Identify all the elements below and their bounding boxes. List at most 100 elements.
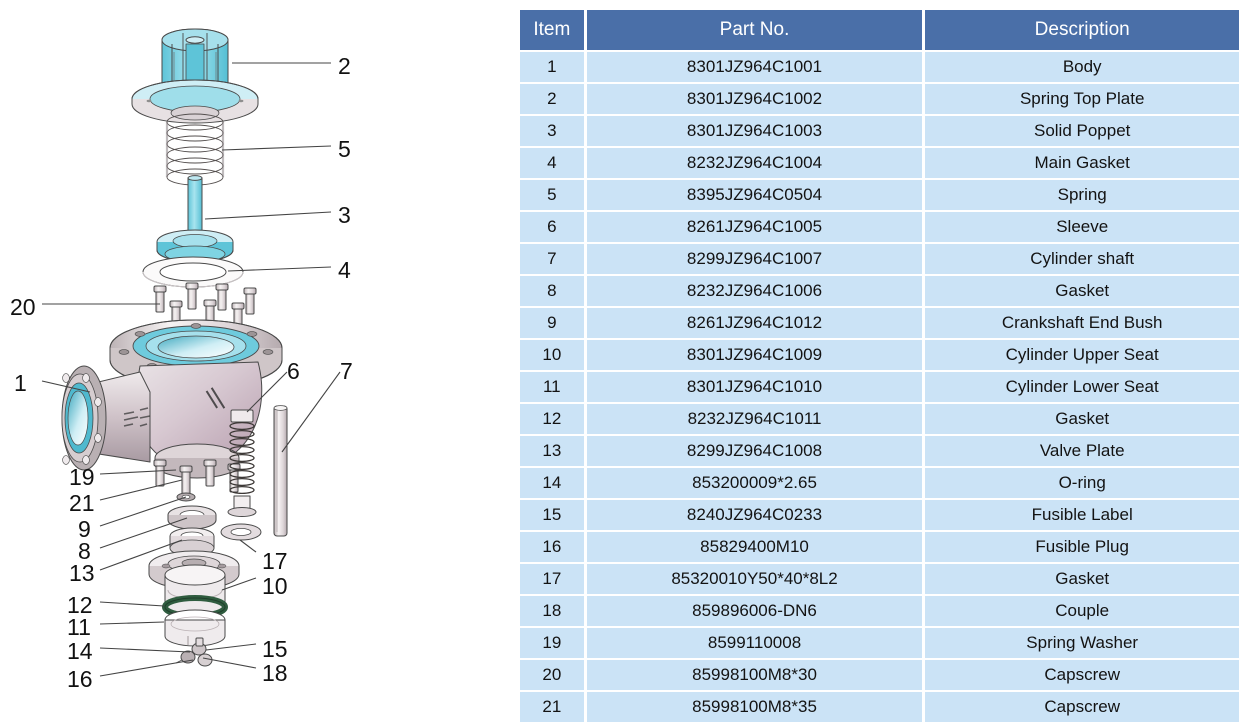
description-cell: Couple xyxy=(925,596,1239,626)
description-cell: Fusible Label xyxy=(925,500,1239,530)
diagram-svg xyxy=(41,28,341,677)
column-header-item: Item xyxy=(520,10,584,50)
part-no-cell: 8301JZ964C1001 xyxy=(586,52,923,82)
part-cylinder-shaft xyxy=(273,405,288,537)
part-no-cell: 85998100M8*35 xyxy=(586,692,923,722)
part-spring-top-plate xyxy=(131,28,259,124)
item-cell: 16 xyxy=(520,532,584,562)
part-no-cell: 8232JZ964C1011 xyxy=(586,404,923,434)
callout-20: 20 xyxy=(10,294,36,320)
item-cell: 9 xyxy=(520,308,584,338)
callout-15: 15 xyxy=(262,636,288,662)
description-cell: Capscrew xyxy=(925,660,1239,690)
part-no-cell: 8299JZ964C1008 xyxy=(586,436,923,466)
item-cell: 10 xyxy=(520,340,584,370)
part-no-cell: 8299JZ964C1007 xyxy=(586,244,923,274)
page-root: 2 5 3 4 20 1 6 7 19 21 9 8 13 12 11 14 1… xyxy=(10,10,1239,722)
callout-7: 7 xyxy=(340,358,353,384)
callout-6: 6 xyxy=(287,358,300,384)
callout-4: 4 xyxy=(338,257,351,283)
description-cell: Crankshaft End Bush xyxy=(925,308,1239,338)
part-no-cell: 8395JZ964C0504 xyxy=(586,180,923,210)
callout-11: 11 xyxy=(67,614,91,640)
description-cell: O-ring xyxy=(925,468,1239,498)
description-cell: Spring Top Plate xyxy=(925,84,1239,114)
callout-8: 8 xyxy=(78,538,91,564)
item-cell: 20 xyxy=(520,660,584,690)
description-cell: Body xyxy=(925,52,1239,82)
part-sleeve xyxy=(227,409,257,517)
callout-2: 2 xyxy=(338,53,351,79)
item-cell: 8 xyxy=(520,276,584,306)
item-cell: 18 xyxy=(520,596,584,626)
callout-16: 16 xyxy=(67,666,93,692)
callout-9: 9 xyxy=(78,516,91,542)
description-cell: Cylinder Upper Seat xyxy=(925,340,1239,370)
part-no-cell: 859896006-DN6 xyxy=(586,596,923,626)
description-cell: Cylinder shaft xyxy=(925,244,1239,274)
item-cell: 12 xyxy=(520,404,584,434)
part-cylinder-lower-seat xyxy=(164,609,226,647)
callout-3: 3 xyxy=(338,202,351,228)
description-cell: Gasket xyxy=(925,404,1239,434)
item-cell: 17 xyxy=(520,564,584,594)
part-no-cell: 85320010Y50*40*8L2 xyxy=(586,564,923,594)
part-no-cell: 8301JZ964C1002 xyxy=(586,84,923,114)
callout-17: 17 xyxy=(262,548,288,574)
column-header-description: Description xyxy=(925,10,1239,50)
description-cell: Spring Washer xyxy=(925,628,1239,658)
item-cell: 13 xyxy=(520,436,584,466)
callout-14: 14 xyxy=(67,638,93,664)
callout-5: 5 xyxy=(338,136,351,162)
part-no-cell: 8599110008 xyxy=(586,628,923,658)
item-cell: 3 xyxy=(520,116,584,146)
part-no-cell: 8232JZ964C1004 xyxy=(586,148,923,178)
item-cell: 21 xyxy=(520,692,584,722)
description-cell: Spring xyxy=(925,180,1239,210)
item-cell: 5 xyxy=(520,180,584,210)
part-solid-poppet xyxy=(156,175,234,263)
callout-13: 13 xyxy=(69,560,95,586)
description-cell: Solid Poppet xyxy=(925,116,1239,146)
description-cell: Sleeve xyxy=(925,212,1239,242)
part-no-cell: 85829400M10 xyxy=(586,532,923,562)
part-spring xyxy=(165,113,225,186)
item-cell: 4 xyxy=(520,148,584,178)
part-no-cell: 853200009*2.65 xyxy=(586,468,923,498)
item-cell: 1 xyxy=(520,52,584,82)
callout-12: 12 xyxy=(67,592,93,618)
part-no-cell: 8301JZ964C1003 xyxy=(586,116,923,146)
item-cell: 15 xyxy=(520,500,584,530)
part-no-cell: 8261JZ964C1012 xyxy=(586,308,923,338)
item-cell: 6 xyxy=(520,212,584,242)
description-cell: Valve Plate xyxy=(925,436,1239,466)
part-valve-body xyxy=(61,319,283,479)
description-cell: Capscrew xyxy=(925,692,1239,722)
description-cell: Gasket xyxy=(925,276,1239,306)
item-cell: 2 xyxy=(520,84,584,114)
column-header-part-no: Part No. xyxy=(586,10,923,50)
callout-1: 1 xyxy=(14,370,27,396)
description-cell: Cylinder Lower Seat xyxy=(925,372,1239,402)
callout-10: 10 xyxy=(262,573,288,599)
callout-19: 19 xyxy=(69,464,95,490)
part-gasket-17 xyxy=(220,523,262,541)
callout-21: 21 xyxy=(69,490,95,516)
item-cell: 14 xyxy=(520,468,584,498)
